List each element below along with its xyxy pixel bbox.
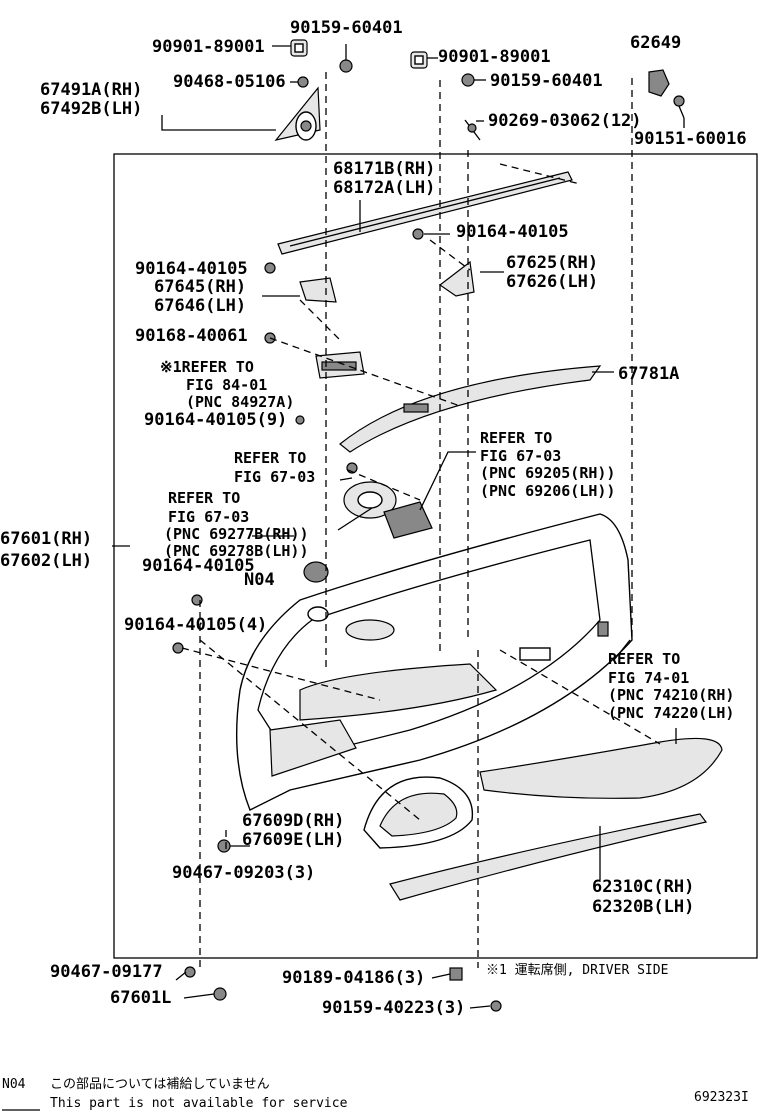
retainer-clip-icon [648,69,670,97]
clip-icon [410,51,428,69]
screw-icon [673,95,685,119]
part-number-label: 90467-09203(3) [172,863,315,883]
part-number-label: 90901-89001 [438,47,551,67]
part-number-label: 67626(LH) [506,272,598,292]
screw-icon [461,73,475,87]
assembly-guide-lines [181,72,661,972]
part-number-label: 62320B(LH) [592,897,694,917]
lower-armrest-icon [479,737,723,799]
reference-label: (PNC 69278B(LH)) [164,542,309,560]
reference-label: (PNC 84927A) [186,393,294,411]
part-number-label: 67601L [110,988,171,1008]
reference-label: FIG 67-03 [480,447,561,465]
screw-icon [264,262,276,274]
cap-icon [303,561,329,583]
part-number-label: 67491A(RH) [40,80,142,100]
screw-icon [490,1000,502,1012]
part-number-label: 90151-60016 [634,129,747,149]
part-number-label: 67609D(RH) [242,811,344,831]
part-number-label: 90269-03062(12) [488,111,642,131]
screw-icon [172,642,184,654]
reference-label: (PNC 69277B(RH)) [164,525,309,543]
pin-icon [464,119,481,141]
clip-icon [213,987,227,1001]
bracket-icon [299,277,337,303]
reference-label: FIG 67-03 [234,468,315,486]
part-number-label: 62649 [630,33,681,53]
part-number-label: 90467-09177 [50,962,163,982]
part-number-label: 62310C(RH) [592,877,694,897]
mirror-cover-icon [274,86,321,141]
part-number-label: 90168-40061 [135,326,248,346]
part-number-label: 67602(LH) [0,551,92,571]
part-number-label: 90159-60401 [290,18,403,38]
door-moulding-icon [389,813,708,901]
weatherstrip-icon [277,171,573,255]
reference-label: ※1REFER TO [160,358,254,376]
part-number-label: 68172A(LH) [333,178,435,198]
reference-label: REFER TO [234,449,306,467]
reference-label: FIG 74-01 [608,669,689,687]
clip-icon [297,76,309,88]
footnote-english: This part is not available for service [50,1096,348,1111]
part-number-label: 67625(RH) [506,253,598,273]
clip-icon [217,839,231,853]
part-number-label: 90164-40105 [135,259,248,279]
figure-id: 692323I [694,1090,749,1105]
driver-side-note: ※1 運転席側, DRIVER SIDE [486,962,668,978]
switch-module-icon [315,351,365,379]
part-number-label: 90189-04186(3) [282,968,425,988]
part-number-label: 67492B(LH) [40,99,142,119]
part-number-label: 90159-60401 [490,71,603,91]
reference-label: REFER TO [480,429,552,447]
part-number-label: 90901-89001 [152,37,265,57]
clip-icon [290,39,308,57]
screw-icon [412,228,424,240]
part-number-label: 90164-40105(9) [144,410,287,430]
reference-label: REFER TO [168,489,240,507]
part-number-label: 90159-40223(3) [322,998,465,1018]
part-number-label: 90164-40105 [142,556,255,576]
footnote-japanese: この部品については補給していません [50,1077,270,1092]
reference-label: (PNC 69205(RH)) [480,464,615,482]
screw-icon [339,44,353,73]
part-number-label: 90164-40105 [456,222,569,242]
part-number-label: 67601(RH) [0,529,92,549]
clip-icon [184,966,196,978]
inner-handle-icon [343,481,397,519]
window-switch-icon [383,501,433,539]
part-number-label: 67646(LH) [154,296,246,316]
door-trim-panel-icon [235,513,633,811]
reference-label: (PNC 74210(RH) [608,686,734,704]
part-number-label: 67609E(LH) [242,830,344,850]
bracket-icon [438,260,475,297]
part-number-label: N04 [244,570,275,590]
reference-label: (PNC 69206(LH)) [480,482,615,500]
reference-label: (PNC 74220(LH) [608,704,734,722]
part-number-label: 90468-05106 [173,72,286,92]
reference-label: FIG 84-01 [186,376,267,394]
part-number-label: 90164-40105(4) [124,615,267,635]
part-number-label: 68171B(RH) [333,159,435,179]
clip-icon [449,967,463,981]
part-number-label: 67781A [618,364,679,384]
speaker-grille-icon [363,776,474,849]
screw-icon [295,415,305,425]
armrest-panel-icon [339,365,602,453]
assembly-frame [113,153,758,959]
reference-label: REFER TO [608,650,680,668]
footnote-code: N04 [2,1077,26,1092]
reference-label: FIG 67-03 [168,508,249,526]
part-number-label: 67645(RH) [154,277,246,297]
